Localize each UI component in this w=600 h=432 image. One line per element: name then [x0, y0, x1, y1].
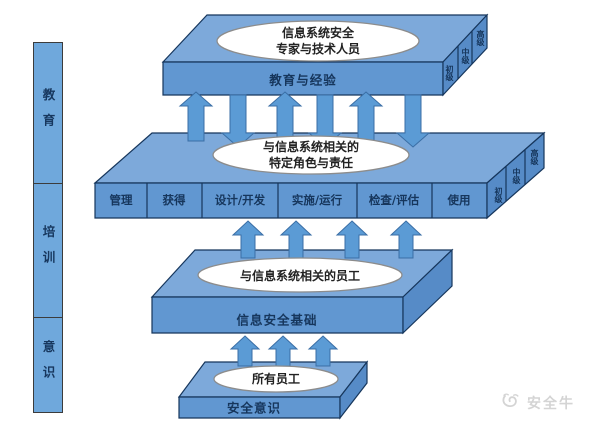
roles-cell-acquire: 获得	[162, 193, 186, 207]
category-awareness: 意识	[34, 317, 62, 412]
category-education-label: 教育	[40, 87, 56, 139]
category-training: 培训	[34, 183, 62, 317]
layer-fundamentals-side-face	[402, 248, 453, 335]
up-arrow	[307, 335, 339, 367]
arrows-roles-fundamentals	[231, 220, 423, 259]
category-training-label: 培训	[40, 225, 56, 276]
ellipse-awareness	[213, 365, 339, 393]
education-face-label: 教育与经验	[269, 72, 337, 88]
watermark: 安全牛	[501, 391, 575, 415]
roles-ellipse-line1: 与信息系统相关的	[262, 139, 360, 154]
roles-cell-manage: 管理	[109, 193, 133, 207]
arrows-fundamentals-awareness	[229, 335, 339, 367]
roles-tab-intermediate: 中级	[512, 168, 521, 184]
down-arrow	[395, 94, 431, 148]
education-tab-advanced: 高级	[476, 30, 485, 46]
awareness-face-label: 安全意识	[226, 400, 282, 416]
up-arrow	[335, 220, 369, 259]
roles-cell-design-develop: 设计/开发	[214, 193, 266, 207]
roles-ellipse-line2: 特定角色与责任	[268, 156, 354, 170]
category-bar: 教育 培训 意识	[33, 42, 63, 413]
ellipse-roles	[212, 135, 410, 175]
ellipse-fundamentals	[197, 257, 403, 293]
bull-logo-icon	[501, 391, 521, 415]
up-arrow	[231, 220, 265, 259]
education-tab-intermediate: 中级	[461, 48, 470, 64]
up-arrow	[178, 91, 214, 142]
roles-tab-advanced: 高级	[530, 149, 539, 165]
layer-awareness-side-face	[339, 360, 368, 420]
education-ellipse-label: 信息系统安全 专家与技术人员	[276, 25, 360, 57]
layer-roles-side-face	[486, 131, 545, 220]
down-arrow	[307, 94, 343, 148]
roles-ellipse-label: 与信息系统相关的 特定角色与责任	[263, 139, 359, 171]
watermark-text: 安全牛	[527, 396, 575, 412]
ellipse-education	[216, 20, 420, 62]
awareness-ellipse-label: 所有员工	[251, 371, 301, 386]
education-ellipse-line1: 信息系统安全	[281, 25, 355, 40]
roles-cell-use: 使用	[447, 193, 471, 207]
education-tab-beginner: 初级	[445, 65, 454, 81]
fundamentals-face-label: 信息安全基础	[236, 312, 318, 328]
category-education: 教育	[34, 43, 62, 183]
fundamentals-ellipse-label: 与信息系统相关的员工	[239, 268, 361, 283]
category-awareness-label: 意识	[40, 339, 56, 391]
education-ellipse-line2: 专家与技术人员	[275, 42, 361, 56]
arrows-education-roles	[178, 91, 431, 148]
roles-cell-implement-operate: 实施/运行	[291, 193, 343, 207]
down-arrow	[220, 94, 256, 148]
roles-tab-beginner: 初级	[494, 187, 503, 203]
up-arrow	[229, 335, 261, 367]
layer-education-side-face	[442, 13, 488, 97]
roles-cell-review-evaluate: 检查/评估	[368, 193, 420, 207]
up-arrow	[389, 220, 423, 259]
